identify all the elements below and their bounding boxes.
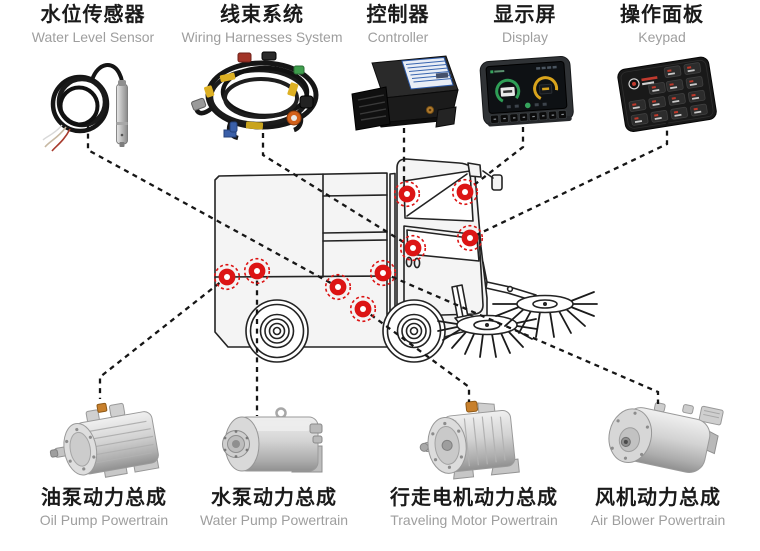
location-marker-controller	[393, 180, 421, 208]
rear-wheel	[245, 299, 309, 363]
label-en: Air Blower Powertrain	[590, 512, 726, 528]
location-markers-layer	[213, 178, 484, 323]
label-cn: 控制器	[366, 4, 430, 26]
label-cn: 线束系统	[220, 4, 304, 26]
label-en: Keypad	[638, 29, 686, 45]
oil-pump-powertrain-image	[49, 402, 160, 478]
label-cn: 水泵动力总成	[211, 487, 337, 509]
label-en: Wiring Harnesses System	[181, 29, 343, 45]
location-marker-water-level-sensor	[324, 273, 352, 301]
label-cn: 水位传感器	[40, 4, 146, 26]
water-pump-powertrain-image	[222, 407, 323, 473]
label-en: Display	[502, 29, 548, 45]
location-marker-keypad	[456, 224, 484, 252]
label-cn: 行走电机动力总成	[390, 487, 558, 509]
keypad-image	[617, 56, 717, 132]
location-marker-air-blower-powertrain	[369, 259, 397, 287]
label-water-level-sensor: 水位传感器 Water Level Sensor	[8, 4, 178, 45]
label-cn: 操作面板	[620, 4, 704, 26]
connector-line-display	[464, 127, 525, 193]
connector-line-wiring-harnesses-system	[261, 133, 414, 249]
label-cn: 显示屏	[493, 4, 557, 26]
connector-line-oil-pump-powertrain	[98, 276, 228, 399]
connector-line-air-blower-powertrain	[382, 271, 660, 404]
label-en: Water Level Sensor	[31, 29, 155, 45]
location-marker-water-pump-powertrain	[243, 257, 271, 285]
water-level-sensor-image	[42, 63, 128, 152]
label-display: 显示屏 Display	[440, 4, 610, 45]
location-marker-wiring-harnesses-system	[399, 234, 427, 262]
air-blower-powertrain-image	[608, 402, 724, 473]
right-sweeper-brush	[492, 291, 598, 338]
connector-line-keypad	[469, 121, 669, 240]
label-cn: 风机动力总成	[595, 487, 721, 509]
label-keypad: 操作面板 Keypad	[577, 4, 747, 45]
label-water-pump-powertrain: 水泵动力总成 Water Pump Powertrain	[184, 487, 364, 528]
label-air-blower-powertrain: 风机动力总成 Air Blower Powertrain	[568, 487, 748, 528]
label-traveling-motor-powertrain: 行走电机动力总成 Traveling Motor Powertrain	[374, 487, 574, 528]
traveling-motor-powertrain-image	[419, 400, 520, 480]
side-mirror	[491, 174, 503, 191]
controller-image	[351, 55, 459, 131]
display-function-buttons	[490, 109, 567, 124]
display-image	[479, 55, 574, 127]
location-marker-traveling-motor-powertrain	[349, 295, 377, 323]
label-en: Controller	[367, 29, 429, 45]
label-en: Traveling Motor Powertrain	[390, 512, 558, 528]
connector-lines-layer	[86, 121, 669, 416]
location-marker-display	[451, 178, 479, 206]
location-marker-oil-pump-powertrain	[213, 263, 241, 291]
label-controller: 控制器 Controller	[313, 4, 483, 45]
label-en: Oil Pump Powertrain	[39, 512, 169, 528]
label-wiring-harnesses-system: 线束系统 Wiring Harnesses System	[167, 4, 357, 45]
front-wheel	[382, 299, 446, 363]
label-oil-pump-powertrain: 油泵动力总成 Oil Pump Powertrain	[19, 487, 189, 528]
label-en: Water Pump Powertrain	[199, 512, 349, 528]
wiring-harnesses-image	[191, 51, 319, 141]
connector-line-water-level-sensor	[86, 124, 339, 289]
label-cn: 油泵动力总成	[41, 487, 167, 509]
